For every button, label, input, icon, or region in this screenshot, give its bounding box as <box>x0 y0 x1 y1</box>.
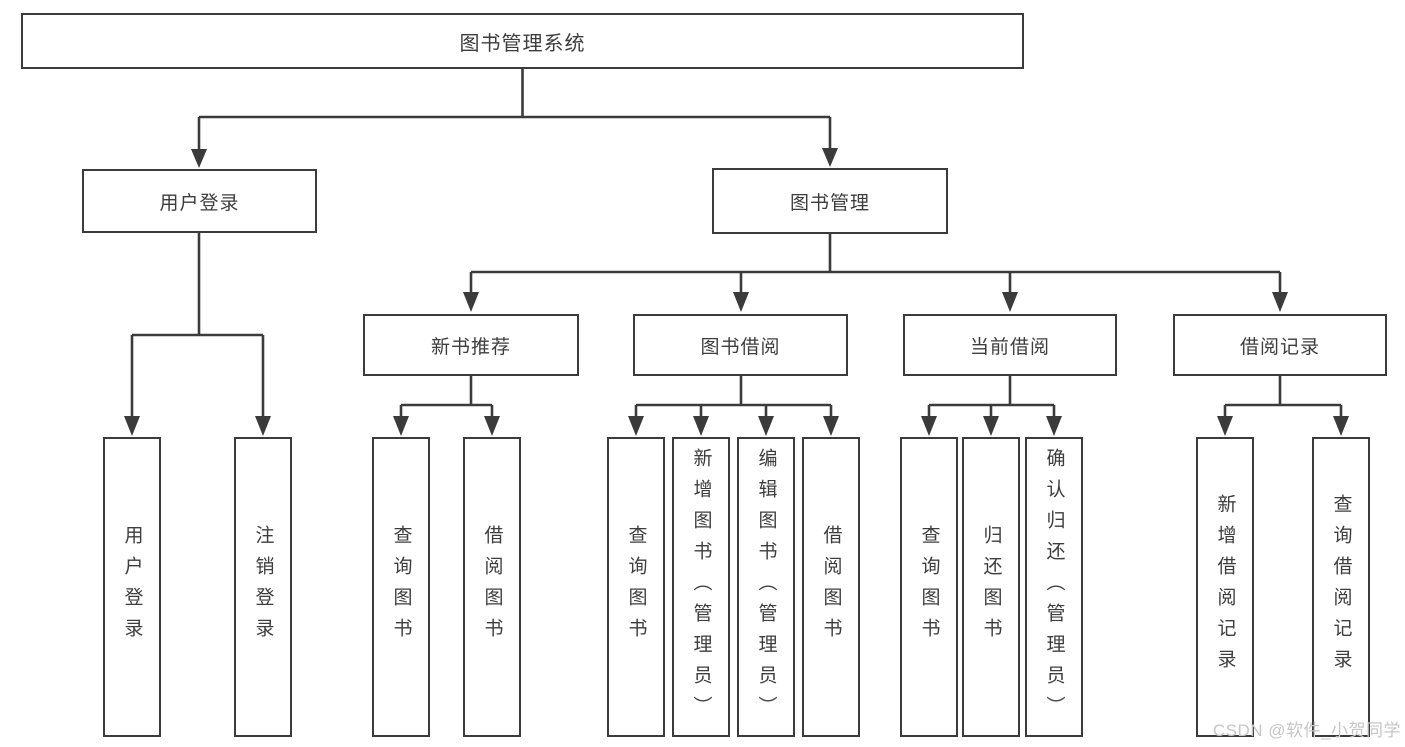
arrowhead <box>463 292 479 312</box>
arrowhead <box>1272 292 1288 312</box>
arrowhead <box>1333 416 1349 436</box>
csdn-watermark: CSDN @软件_小贺同学 <box>1212 721 1401 740</box>
leaf-borrow-books: 借阅图书 <box>802 437 860 737</box>
node-book-management: 图书管理 <box>712 168 948 234</box>
arrowhead <box>484 416 500 436</box>
leaf-return-books: 归还图书 <box>962 437 1020 737</box>
arrowhead <box>693 416 709 436</box>
edge-book-borrowing-children <box>634 376 833 417</box>
arrowhead <box>921 416 937 436</box>
arrowhead <box>255 416 271 436</box>
edge-new-book-children <box>399 376 494 417</box>
edge-book-management-children <box>469 234 1282 293</box>
leaf-query-borrow-record: 查询借阅记录 <box>1312 437 1370 737</box>
arrowhead <box>1217 416 1233 436</box>
leaf-add-borrow-record: 新增借阅记录 <box>1196 437 1254 737</box>
leaf-add-books-admin: 新增图书（管理员） <box>672 437 730 737</box>
leaf-confirm-return-admin: 确认归还（管理员） <box>1025 437 1083 737</box>
arrowhead <box>628 416 644 436</box>
node-borrowing-records: 借阅记录 <box>1173 314 1387 376</box>
leaf-edit-books-admin: 编辑图书（管理员） <box>737 437 795 737</box>
edge-user-login-children <box>130 233 265 417</box>
leaf-query-books: 查询图书 <box>607 437 665 737</box>
node-current-borrowing: 当前借阅 <box>903 314 1117 376</box>
leaf-borrow-books: 借阅图书 <box>463 437 521 737</box>
node-new-book-recommendation: 新书推荐 <box>363 314 579 376</box>
arrowhead <box>191 149 207 168</box>
edge-current-borrowing-children <box>927 376 1056 417</box>
arrowhead <box>823 416 839 436</box>
edge-borrowing-records-children <box>1223 376 1343 417</box>
edge-root-to-level2 <box>197 69 832 150</box>
arrowhead <box>983 416 999 436</box>
arrowhead <box>1002 292 1018 312</box>
leaf-user-login: 用户登录 <box>103 437 161 737</box>
arrowhead <box>393 416 409 436</box>
node-library-management-system: 图书管理系统 <box>21 13 1024 69</box>
node-book-borrowing: 图书借阅 <box>633 314 848 376</box>
arrowhead <box>1046 416 1062 436</box>
leaf-query-books: 查询图书 <box>372 437 430 737</box>
arrowhead <box>822 148 838 167</box>
arrowhead <box>733 292 749 312</box>
arrowhead <box>758 416 774 436</box>
leaf-logout: 注销登录 <box>234 437 292 737</box>
node-user-login: 用户登录 <box>82 169 317 233</box>
arrowhead <box>124 416 140 436</box>
leaf-query-books: 查询图书 <box>900 437 958 737</box>
